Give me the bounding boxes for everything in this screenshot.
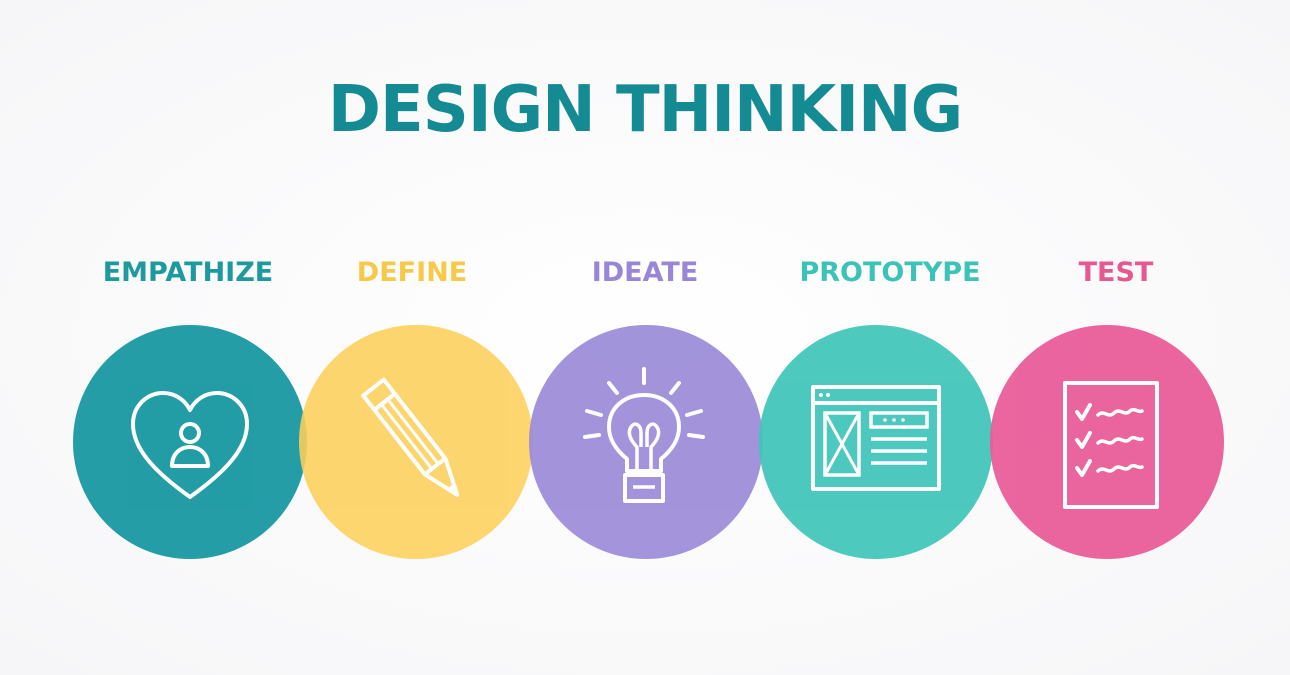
- stage-label-prototype: PROTOTYPE: [799, 257, 981, 288]
- stage-circle-ideate: [529, 325, 763, 559]
- checklist-icon: [1063, 381, 1159, 509]
- pencil-icon: [361, 377, 460, 497]
- stage-label-ideate: IDEATE: [591, 257, 699, 288]
- wireframe-icon: [811, 385, 941, 491]
- heart-person-icon: [131, 391, 249, 499]
- stage-label-define: DEFINE: [356, 257, 468, 288]
- page-title: DESIGN THINKING: [327, 73, 963, 147]
- stage-label-test: TEST: [1078, 257, 1154, 288]
- stage-circle-test: [990, 325, 1224, 559]
- stage-circle-define: [299, 325, 533, 559]
- lightbulb-icon: [583, 367, 705, 503]
- stage-circle-empathize: [73, 325, 307, 559]
- stage-circle-prototype: [759, 325, 993, 559]
- stage-label-empathize: EMPATHIZE: [102, 257, 274, 288]
